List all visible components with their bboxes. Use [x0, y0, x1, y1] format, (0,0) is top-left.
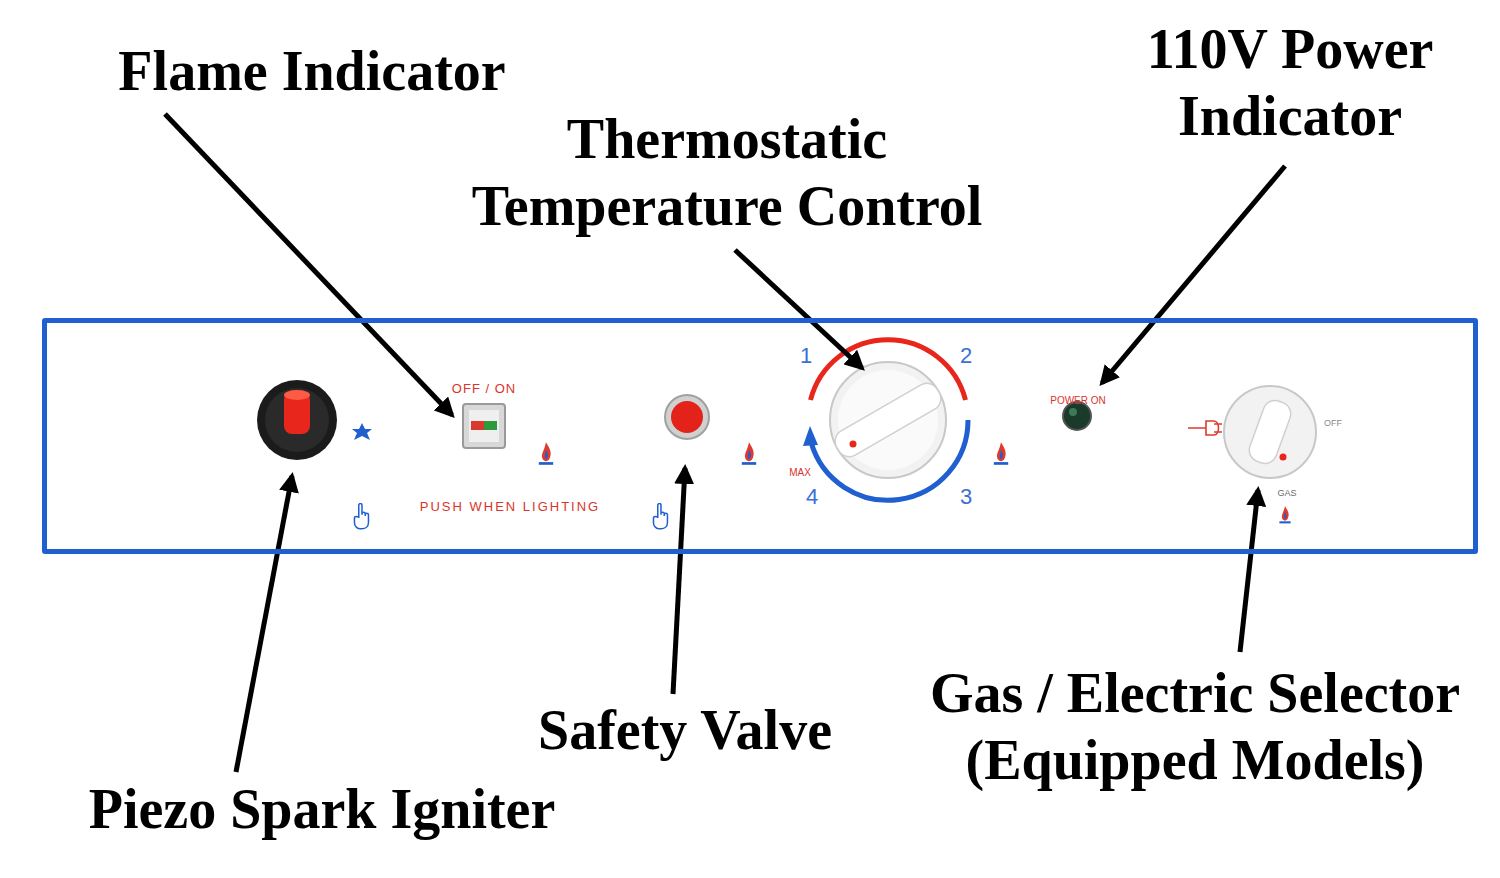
callout-label: Gas / Electric Selector (Equipped Models…	[905, 660, 1485, 794]
indicator-label: OFF / ON	[452, 381, 516, 396]
dial-number: 1	[800, 343, 812, 369]
dial-number: 2	[960, 343, 972, 369]
selector-label: OFF	[1324, 418, 1342, 428]
instruction-text: PUSH WHEN LIGHTING	[420, 499, 600, 514]
callout-label: Thermostatic Temperature Control	[437, 106, 1017, 240]
callout-label: 110V Power Indicator	[1100, 16, 1480, 150]
selector-label: GAS	[1277, 488, 1296, 498]
control-panel: OFF / ON PUSH WHEN LIGHTING 1 2 4 3 MAX POWER O…	[42, 318, 1478, 554]
dial-number: 4	[806, 484, 818, 510]
indicator-label: POWER ON	[1050, 395, 1106, 406]
callout-label: Flame Indicator	[72, 38, 552, 105]
dial-max-label: MAX	[789, 467, 811, 478]
callout-label: Safety Valve	[475, 697, 895, 764]
dial-number: 3	[960, 484, 972, 510]
callout-label: Piezo Spark Igniter	[32, 776, 612, 843]
